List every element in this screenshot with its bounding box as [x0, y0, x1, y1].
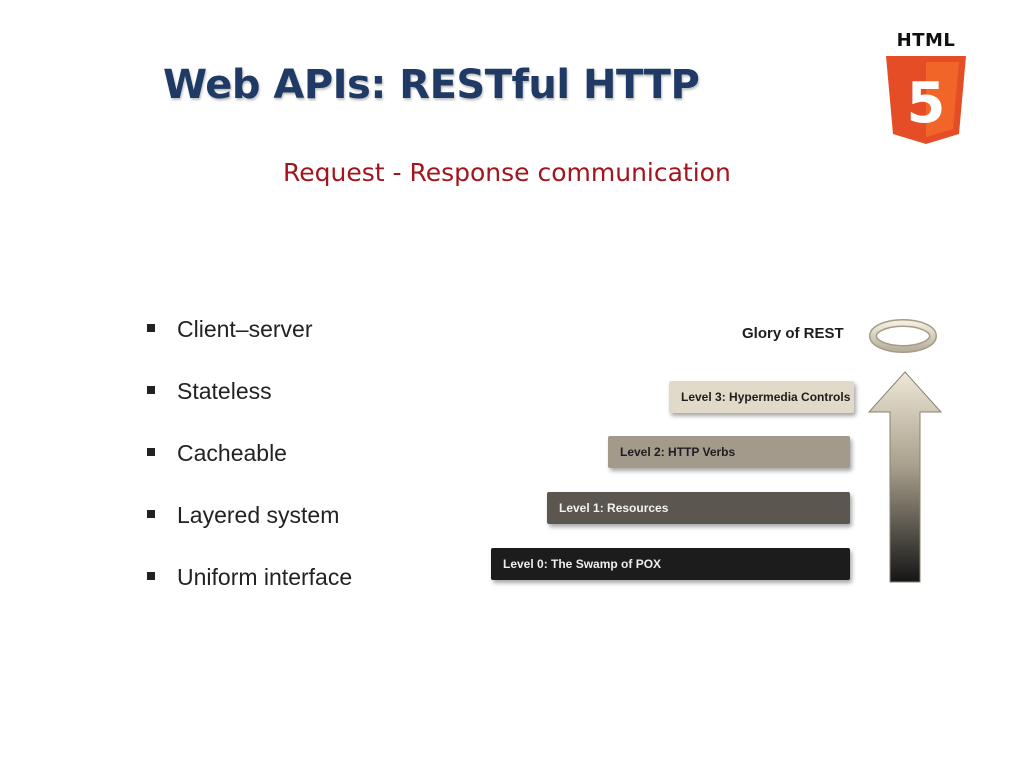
level-1-step: Level 1: Resources	[547, 492, 850, 524]
bullet-square-icon	[147, 510, 155, 518]
list-item-label: Client–server	[177, 316, 313, 342]
list-item: Client–server	[145, 312, 352, 374]
list-item-label: Cacheable	[177, 440, 287, 466]
glory-label: Glory of REST	[742, 325, 844, 342]
list-item: Layered system	[145, 498, 352, 560]
list-item-label: Uniform interface	[177, 564, 353, 590]
level-0-step: Level 0: The Swamp of POX	[491, 548, 850, 580]
list-item: Stateless	[145, 374, 352, 436]
level-3-step: Level 3: Hypermedia Controls	[669, 381, 854, 413]
slide-subtitle: Request - Response communication	[283, 158, 731, 187]
level-2-step: Level 2: HTTP Verbs	[608, 436, 850, 468]
html5-logo-text: HTML	[896, 30, 956, 51]
slide-title: Web APIs: RESTful HTTP	[163, 62, 700, 108]
richardson-maturity-diagram: Glory of REST Level 3: Hypermedia Contro…	[485, 315, 945, 590]
bullet-square-icon	[147, 448, 155, 456]
principles-list: Client–server Stateless Cacheable Layere…	[145, 312, 352, 622]
list-item-label: Stateless	[177, 378, 272, 404]
bullet-square-icon	[147, 386, 155, 394]
bullet-square-icon	[147, 324, 155, 332]
list-item: Uniform interface	[145, 560, 352, 622]
bullet-square-icon	[147, 572, 155, 580]
list-item-label: Layered system	[177, 502, 340, 528]
html5-logo: HTML 5	[880, 30, 972, 146]
up-arrow-icon	[867, 371, 943, 583]
html5-shield-icon: 5	[886, 56, 966, 144]
html5-logo-number: 5	[907, 71, 946, 136]
halo-icon	[869, 319, 937, 353]
list-item: Cacheable	[145, 436, 352, 498]
